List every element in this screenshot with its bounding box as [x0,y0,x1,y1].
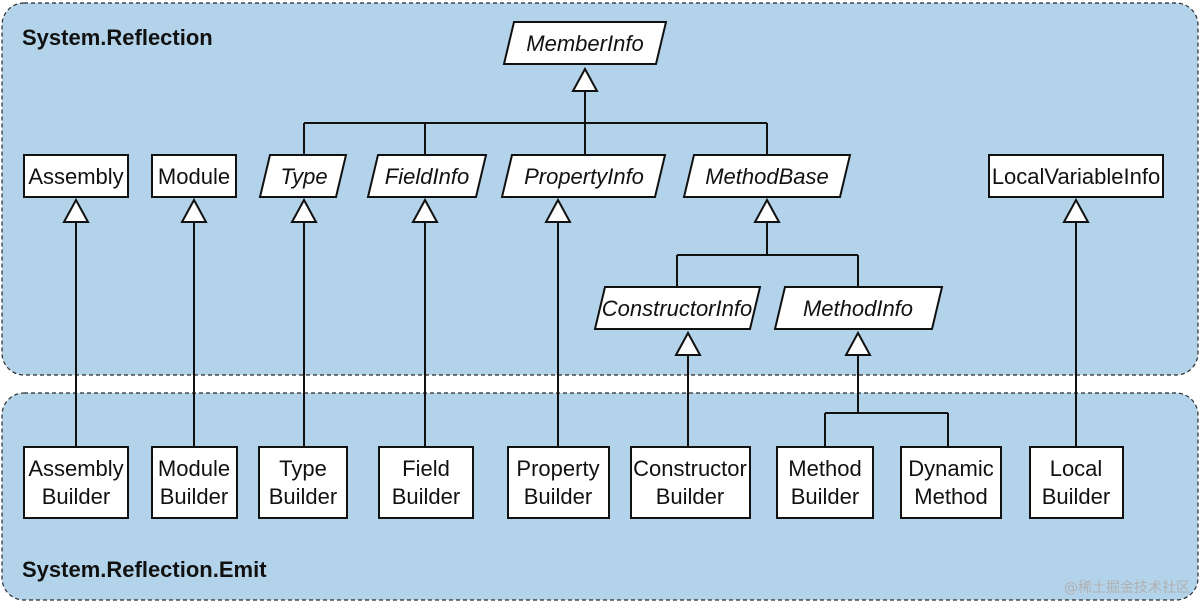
node-label-line1: Assembly [28,456,123,481]
node-local-variable-info: LocalVariableInfo [988,154,1164,198]
node-label-line2: Builder [656,484,724,509]
node-label-line2: Builder [392,484,460,509]
node-label-line2: Builder [269,484,337,509]
node-field-info: FieldInfo [366,154,488,198]
node-label-line2: Builder [1042,484,1110,509]
node-constructor-info: ConstructorInfo [593,286,762,330]
node-label: Module [158,164,230,189]
node-label: FieldInfo [385,164,469,189]
node-label: ConstructorInfo [602,296,752,321]
node-dynamic-method: Dynamic Method [900,446,1002,519]
node-type: Type [258,154,348,198]
node-label: LocalVariableInfo [992,164,1160,189]
node-label-line2: Builder [42,484,110,509]
inheritance-arrowheads [62,66,1090,356]
node-type-builder: Type Builder [258,446,348,519]
region-label-emit: System.Reflection.Emit [22,557,267,582]
node-label-line2: Builder [160,484,228,509]
node-label-line1: Method [788,456,861,481]
node-property-info: PropertyInfo [500,154,667,198]
node-label-line1: Dynamic [908,456,994,481]
node-label-line1: Field [402,456,450,481]
inheritance-edges [75,91,1077,446]
node-label-line1: Local [1050,456,1103,481]
node-local-builder: Local Builder [1029,446,1124,519]
node-constructor-builder: Constructor Builder [630,446,751,519]
node-label: Assembly [28,164,123,189]
watermark: @稀土掘金技术社区 [1064,580,1190,596]
node-method-builder: Method Builder [776,446,874,519]
node-property-builder: Property Builder [507,446,610,519]
node-label: MethodBase [705,164,829,189]
node-label: MethodInfo [803,296,913,321]
node-label-line1: Type [279,456,327,481]
node-method-base: MethodBase [682,154,852,198]
region-label-reflection: System.Reflection [22,25,213,50]
node-label: PropertyInfo [524,164,644,189]
node-label: MemberInfo [526,31,643,56]
node-label-line2: Builder [524,484,592,509]
node-label-line2: Method [914,484,987,509]
node-label: Type [280,164,327,189]
node-method-info: MethodInfo [773,286,944,330]
node-assembly: Assembly [23,154,129,198]
node-assembly-builder: Assembly Builder [23,446,129,519]
node-label-line1: Constructor [633,456,747,481]
node-module-builder: Module Builder [151,446,238,519]
node-label-line1: Property [516,456,599,481]
node-label-line2: Builder [791,484,859,509]
node-member-info: MemberInfo [502,21,668,65]
node-field-builder: Field Builder [378,446,474,519]
node-label-line1: Module [158,456,230,481]
node-module: Module [151,154,237,198]
